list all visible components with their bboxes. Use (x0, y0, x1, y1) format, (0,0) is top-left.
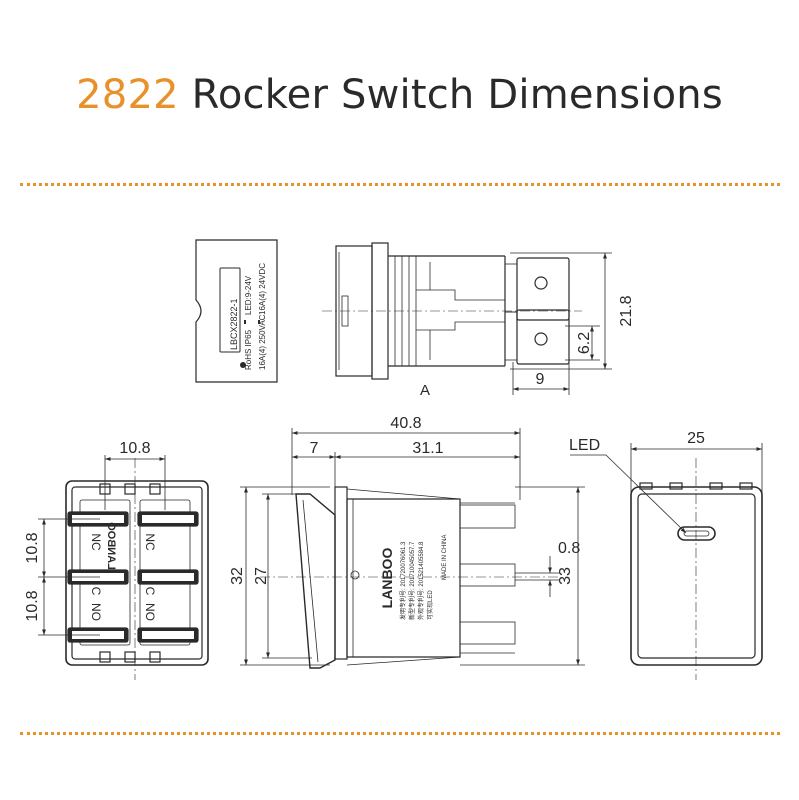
contact-label-c-right: C (143, 587, 157, 596)
led-callout-label: LED (569, 437, 600, 454)
dim-front-width: 25 (687, 430, 705, 447)
dim-height-33: 33 (557, 567, 574, 585)
dim-pin-spacing-upper: 10.8 (24, 532, 41, 563)
patent-line-1: 发明专利号: 201720076061.3 (399, 541, 407, 620)
cert-mark-icon (240, 362, 246, 368)
front-view (630, 482, 763, 666)
dim-pin-spacing-lower: 10.8 (24, 590, 41, 621)
dim-height-32: 32 (229, 567, 246, 585)
top-separator (20, 183, 780, 186)
contact-label-no-right: NO (143, 603, 157, 621)
side-brand: LANBOO (379, 548, 395, 609)
label-rohs: RoHS IP65 (244, 329, 253, 370)
dim-pin-width-9: 9 (536, 371, 545, 388)
bottom-view (65, 480, 209, 666)
title-model-number: 2822 (76, 72, 179, 118)
patent-line-3: 外观专利号: 201521405584.8 (417, 541, 425, 620)
dim-pin-spacing-horizontal: 10.8 (119, 440, 150, 457)
made-in-label: MADE IN CHINA (442, 535, 448, 580)
contact-label-nc-right: NC (143, 533, 157, 551)
dim-height-21-8: 21.8 (618, 295, 635, 326)
label-led-voltage: LED:9-24V (244, 275, 253, 315)
contact-label-c-left: C (89, 587, 103, 596)
contact-label-nc-left: NC (89, 533, 103, 551)
dim-pin-thickness: 0.8 (558, 540, 580, 557)
dim-overall-length: 40.8 (390, 415, 421, 432)
label-model: LBCX2822-1 (229, 298, 239, 350)
label-ac-rating: 16A(4) 250VAC (258, 314, 267, 370)
dim-body-length: 31.1 (412, 440, 443, 457)
brand-mirrored: LANBOO (105, 522, 117, 570)
page-title: 2822 Rocker Switch Dimensions (0, 72, 799, 118)
dim-pin-pitch-6-2: 6.2 (576, 332, 593, 354)
label-plate (195, 239, 278, 383)
label-dc-rating: 16A(4) 24VDC (258, 263, 267, 315)
contact-label-no-left: NO (89, 603, 103, 621)
patent-line-4: 可实现LED (426, 590, 434, 620)
bottom-separator (20, 732, 780, 735)
patent-line-2: 新型专利号: 201710045057.7 (408, 541, 416, 620)
title-text: Rocker Switch Dimensions (191, 72, 723, 118)
dim-rocker-depth: 7 (310, 440, 319, 457)
side-view (295, 486, 516, 669)
dim-height-27: 27 (253, 567, 270, 585)
top-view-label: A (420, 382, 430, 399)
